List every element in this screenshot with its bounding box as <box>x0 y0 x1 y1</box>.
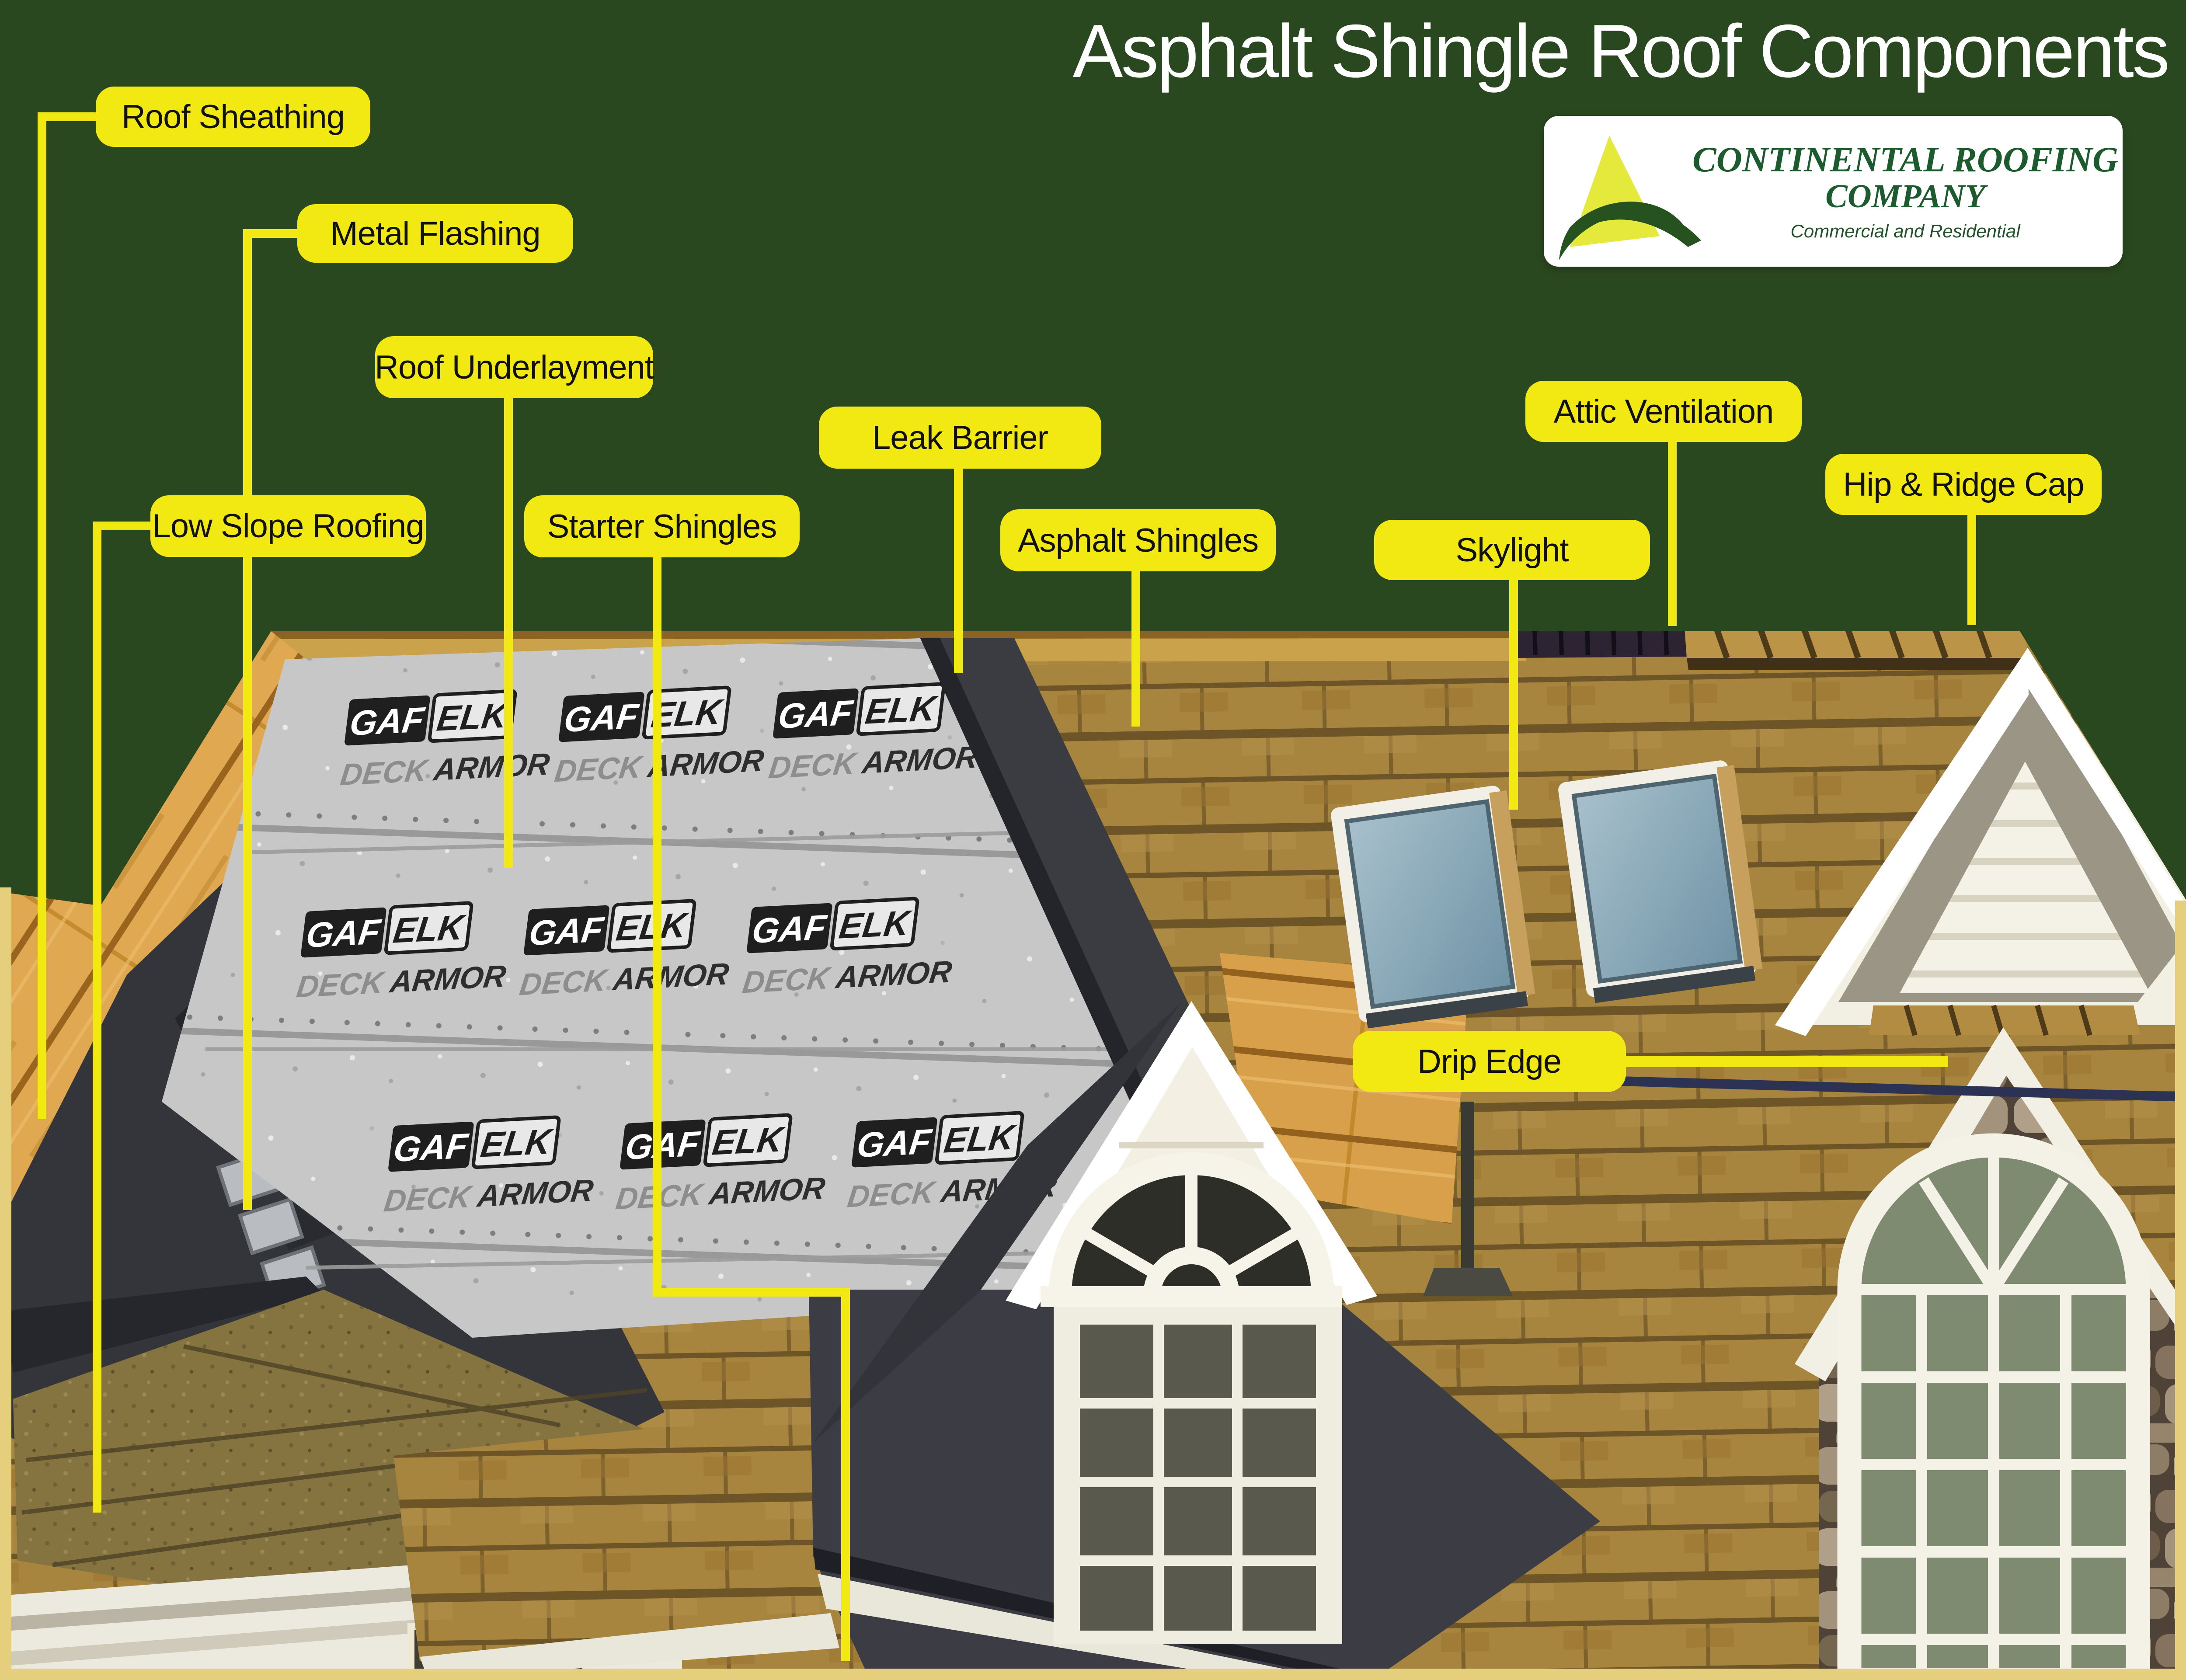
roof-swoosh-icon <box>1559 136 1701 260</box>
svg-text:ELK: ELK <box>614 905 691 949</box>
svg-text:DECKARMOR: DECKARMOR <box>382 1172 595 1218</box>
underlayment-brand-print: GAF ELK DECKARMOR GAF ELK DECKARMOR GAF … <box>295 682 1059 1218</box>
svg-text:DECKARMOR: DECKARMOR <box>767 739 980 785</box>
logo-line1: CONTINENTAL ROOFING <box>1692 139 2119 179</box>
svg-text:ELK: ELK <box>863 689 940 732</box>
skylight-left <box>1331 786 1535 1029</box>
svg-text:DECKARMOR: DECKARMOR <box>553 743 766 788</box>
logo-tagline: Commercial and Residential <box>1790 221 2020 242</box>
right-attic-gable <box>1775 648 2186 1036</box>
label-roof-sheathing: Roof Sheathing <box>96 87 370 147</box>
svg-text:ELK: ELK <box>649 692 726 735</box>
svg-text:DECKARMOR: DECKARMOR <box>741 954 954 999</box>
stone-gable <box>1795 1027 2186 1680</box>
label-roof-underlayment: Roof Underlayment <box>375 336 654 398</box>
svg-text:ELK: ELK <box>837 903 914 946</box>
svg-text:GAF: GAF <box>348 700 427 743</box>
drip-edge-metal <box>1556 1075 2186 1102</box>
svg-text:GAF: GAF <box>623 1124 702 1167</box>
label-asphalt-shingles: Asphalt Shingles <box>1000 509 1276 571</box>
svg-text:DECKARMOR: DECKARMOR <box>518 956 731 1002</box>
svg-text:DECKARMOR: DECKARMOR <box>338 746 552 792</box>
center-dormer <box>813 1001 1377 1644</box>
label-low-slope-roofing: Low Slope Roofing <box>150 495 426 557</box>
logo-line2: COMPANY <box>1825 177 1986 215</box>
line-roof-sheathing <box>38 112 96 1119</box>
svg-text:GAF: GAF <box>855 1122 934 1165</box>
svg-text:ELK: ELK <box>710 1120 787 1163</box>
line-starter-shingles <box>653 557 850 1661</box>
company-logo: CONTINENTAL ROOFING COMPANY Commercial a… <box>1544 116 2123 267</box>
label-skylight: Skylight <box>1374 520 1650 580</box>
starter-shingles-area <box>393 1412 831 1661</box>
label-starter-shingles: Starter Shingles <box>524 495 800 557</box>
photo-frame <box>0 887 2186 1680</box>
svg-text:ELK: ELK <box>942 1117 1019 1161</box>
svg-text:GAF: GAF <box>304 912 383 955</box>
svg-text:ELK: ELK <box>478 1122 556 1165</box>
line-metal-flashing <box>243 229 297 1210</box>
svg-text:GAF: GAF <box>391 1126 470 1169</box>
svg-text:GAF: GAF <box>562 696 641 740</box>
svg-text:DECKARMOR: DECKARMOR <box>295 958 508 1004</box>
svg-text:ELK: ELK <box>391 908 468 951</box>
label-leak-barrier: Leak Barrier <box>819 407 1101 469</box>
hip-ridge-cap-area <box>1684 631 2030 670</box>
line-low-slope-roofing <box>93 522 150 1513</box>
callout-lines <box>38 112 1976 1661</box>
house-photo: GAF ELK DECKARMOR GAF ELK DECKARMOR GAF … <box>0 631 2186 1680</box>
attic-ventilation-ridge-vent <box>1516 631 1687 658</box>
svg-text:ELK: ELK <box>435 696 512 739</box>
vent-pipe <box>1423 1102 1513 1296</box>
svg-text:GAF: GAF <box>527 910 606 953</box>
label-metal-flashing: Metal Flashing <box>297 204 573 263</box>
logo-text: CONTINENTAL ROOFING COMPANY Commercial a… <box>1692 139 2131 242</box>
svg-text:GAF: GAF <box>776 693 855 736</box>
label-attic-ventilation: Attic Ventilation <box>1525 381 1802 442</box>
label-hip-ridge-cap: Hip & Ridge Cap <box>1825 454 2102 515</box>
label-drip-edge: Drip Edge <box>1353 1031 1626 1092</box>
svg-text:GAF: GAF <box>750 908 829 951</box>
skylight-right <box>1558 760 1763 1003</box>
page-title: Asphalt Shingle Roof Components <box>1072 9 2170 93</box>
